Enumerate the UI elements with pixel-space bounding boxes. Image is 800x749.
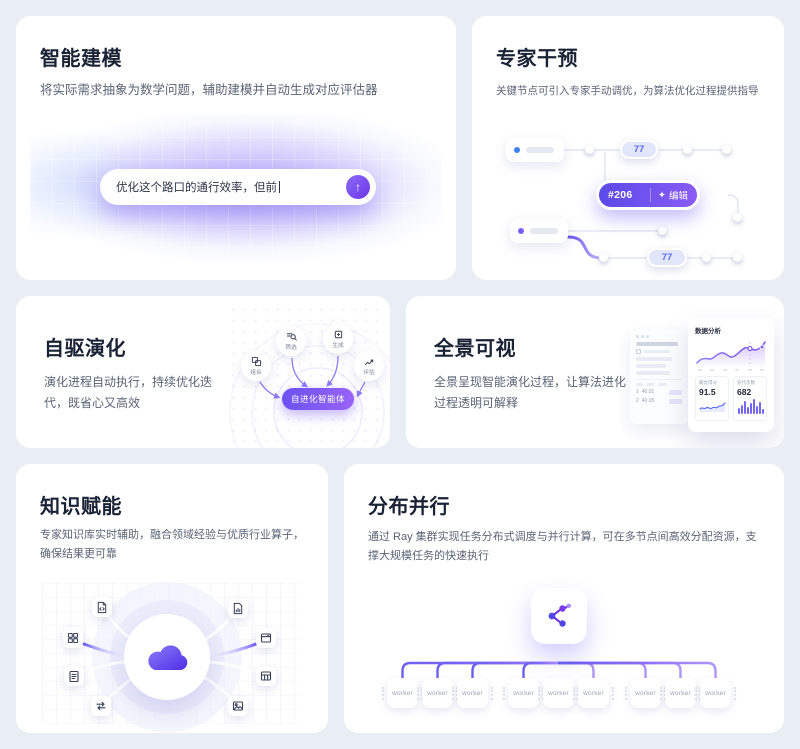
evolution-step-evaluate: 评估 — [354, 351, 384, 381]
card-title: 自驱演化 — [44, 338, 126, 360]
prompt-input-value: 优化这个路口的通行效率，但前 — [116, 182, 277, 194]
card-knowledge-empowerment: 知识赋能 专家知识库实时辅助，融合领域经验与优质行业算子，确保结果更可靠 — [16, 464, 328, 733]
edit-button-label: 编辑 — [668, 191, 688, 202]
source-tile — [256, 628, 276, 648]
worker-node: worker — [417, 678, 458, 708]
worker-node: worker — [503, 678, 544, 708]
connector-dot — [733, 253, 742, 262]
prompt-input[interactable]: 优化这个路口的通行效率，但前 ↑ — [100, 169, 376, 205]
worker-node: worker — [573, 678, 614, 708]
card-title: 全景可视 — [434, 338, 516, 360]
edit-button[interactable]: ✦ 编辑 — [650, 188, 688, 202]
worker-node: worker — [660, 678, 701, 708]
source-tile — [91, 696, 111, 716]
connector-dot — [733, 213, 742, 222]
arrow-up-icon: ↑ — [355, 180, 361, 194]
card-title: 专家干预 — [496, 48, 578, 70]
card-distributed-parallel: 分布并行 通过 Ray 集群实现任务分布式调度与并行计算，可在多节点间高效分配资… — [344, 464, 784, 733]
connector-dot — [585, 145, 594, 154]
mini-line-chart — [699, 401, 726, 412]
evolution-arcs-and-arrows — [229, 323, 390, 448]
trend-line-chart — [696, 341, 766, 368]
source-tile — [256, 666, 276, 686]
connector-dot — [683, 145, 692, 154]
stat-tile-score: 最优得分 91.5 — [695, 375, 729, 421]
filter-search-icon — [286, 333, 297, 341]
worker-node: worker — [382, 678, 423, 708]
worker-node: worker — [452, 678, 493, 708]
x-axis-ticks — [695, 369, 767, 371]
cloud-icon — [148, 645, 188, 670]
connector-dot — [722, 145, 731, 154]
grid-icon — [67, 632, 79, 644]
status-chip — [669, 398, 682, 404]
chart-file-icon — [233, 602, 243, 614]
card-title: 智能建模 — [40, 48, 122, 70]
document-icon — [69, 670, 79, 682]
worker-node: worker — [695, 678, 736, 708]
node-id: #206 — [608, 189, 633, 201]
source-tile — [228, 696, 248, 716]
evolution-step-combine: 组合 — [241, 351, 271, 381]
card-description: 全景呈现智能演化过程，让算法进化过程透明可解释 — [434, 375, 627, 410]
card-expert-intervention: 专家干预 关键节点可引入专家手动调优，为算法优化过程提供指导 — [472, 16, 784, 280]
table-row: 1 40.01 — [636, 389, 682, 395]
source-tile — [228, 598, 248, 618]
window-dots — [636, 335, 682, 338]
worker-node: worker — [625, 678, 666, 708]
browser-window-icon — [260, 633, 272, 643]
send-button[interactable]: ↑ — [346, 175, 370, 199]
stat-tile-iterations: 迭代次数 682 — [733, 375, 767, 421]
analytics-panel: 数据分析 最优得分 — [688, 318, 774, 432]
panel-title: 数据分析 — [695, 328, 721, 335]
blue-dot — [514, 147, 520, 153]
worker-node: worker — [538, 678, 579, 708]
table-icon — [260, 671, 272, 681]
source-tile — [63, 628, 83, 648]
merge-icon — [251, 356, 261, 367]
self-evolving-agent-pill: 自进化智能体 — [282, 388, 354, 410]
card-title: 知识赋能 — [40, 496, 122, 518]
evolution-step-filter: 筛选 — [276, 326, 306, 356]
table-row: 2 40.05 — [636, 398, 682, 404]
sync-arrows-icon — [96, 701, 106, 711]
card-intelligent-modeling: 智能建模 将实际需求抽象为数学问题，辅助建模并自动生成对应评估器 优化这个路口的… — [16, 16, 456, 280]
connector-dot — [599, 253, 608, 262]
cluster-tree-lines — [401, 642, 717, 680]
status-chip — [669, 389, 682, 395]
card-self-evolution: 自驱演化 演化进程自动执行，持续优化迭代，既省心又高效 组合 筛选 — [16, 296, 390, 448]
text-caret — [279, 181, 280, 193]
evaluate-icon — [364, 359, 373, 366]
sparkle-icon: ✦ — [658, 189, 666, 201]
selected-node-pill: #206 ✦ 编辑 — [596, 180, 700, 210]
card-description: 关键节点可引入专家手动调优，为算法优化过程提供指导 — [496, 85, 759, 97]
background-report-panel: 1 40.01 2 40.05 — [630, 330, 688, 424]
purple-dot — [518, 228, 524, 234]
flow-node-card — [510, 219, 568, 243]
card-panorama-visualization: 全景可视 全景呈现智能演化过程，让算法进化过程透明可解释 1 40.01 2 4… — [406, 296, 784, 448]
connector-dot — [658, 226, 667, 235]
card-description: 专家知识库实时辅助，融合领域经验与优质行业算子，确保结果更可靠 — [40, 529, 304, 561]
connector-dot — [702, 253, 711, 262]
generate-icon — [334, 330, 342, 339]
code-file-icon — [97, 601, 107, 613]
ray-head-node — [531, 588, 587, 644]
image-icon — [232, 701, 244, 711]
evolution-step-generate: 生成 — [323, 324, 353, 354]
mini-bar-chart — [738, 398, 764, 414]
source-tile — [92, 597, 112, 617]
card-description: 将实际需求抽象为数学问题，辅助建模并自动生成对应评估器 — [40, 83, 378, 97]
flow-node-card — [506, 138, 564, 162]
card-description: 通过 Ray 集群实现任务分布式调度与并行计算，可在多节点间高效分配资源，支撑大… — [368, 531, 757, 563]
card-title: 分布并行 — [368, 496, 450, 518]
source-tile — [64, 666, 84, 686]
score-badge-top: 77 — [620, 140, 658, 159]
ray-logo-icon — [548, 603, 571, 627]
card-description: 演化进程自动执行，持续优化迭代，既省心又高效 — [44, 375, 213, 410]
score-badge-bottom: 77 — [647, 248, 687, 267]
